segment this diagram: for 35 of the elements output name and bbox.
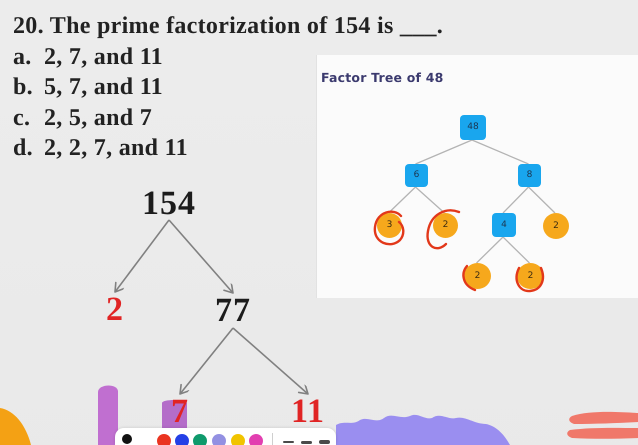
arrow <box>179 328 234 395</box>
connector-line <box>415 139 472 165</box>
question-text: 20. The prime factorization of 154 is ___. <box>13 13 444 40</box>
connector-line <box>388 186 416 214</box>
connector-line <box>415 186 445 214</box>
option-text: 2, 5, and 7 <box>44 105 152 132</box>
arrow <box>232 327 309 395</box>
connector-line <box>476 236 504 264</box>
option-text: 2, 7, and 11 <box>44 44 163 70</box>
connector-line <box>528 186 556 214</box>
connector-line <box>502 236 530 264</box>
arrow <box>114 220 170 293</box>
panel-title: Factor Tree of 48 <box>321 72 444 84</box>
factor-number: 2 <box>102 292 128 327</box>
factor-number: 154 <box>136 187 202 220</box>
option-text: 2, 2, 7, and 11 <box>44 135 188 162</box>
number-tile: 6 <box>405 164 428 187</box>
arrow <box>168 219 234 294</box>
number-circle: 2 <box>543 213 569 239</box>
number-tile: 4 <box>492 213 516 237</box>
number-circle: 2 <box>433 213 458 238</box>
connector-line <box>472 139 529 165</box>
factor-number: 11 <box>287 394 329 429</box>
option-text: 5, 7, and 11 <box>44 74 163 100</box>
number-circle: 2 <box>464 263 491 289</box>
option-letter: a. <box>13 44 32 70</box>
option-letter: d. <box>13 135 33 162</box>
option-letter: b. <box>13 74 33 100</box>
factor-number: 77 <box>209 293 257 328</box>
option-letter: c. <box>13 105 30 132</box>
inset-panel <box>316 55 638 298</box>
number-tile: 48 <box>460 115 486 140</box>
number-circle: 3 <box>377 213 402 238</box>
number-tile: 8 <box>518 164 541 187</box>
connector-line <box>502 186 529 214</box>
